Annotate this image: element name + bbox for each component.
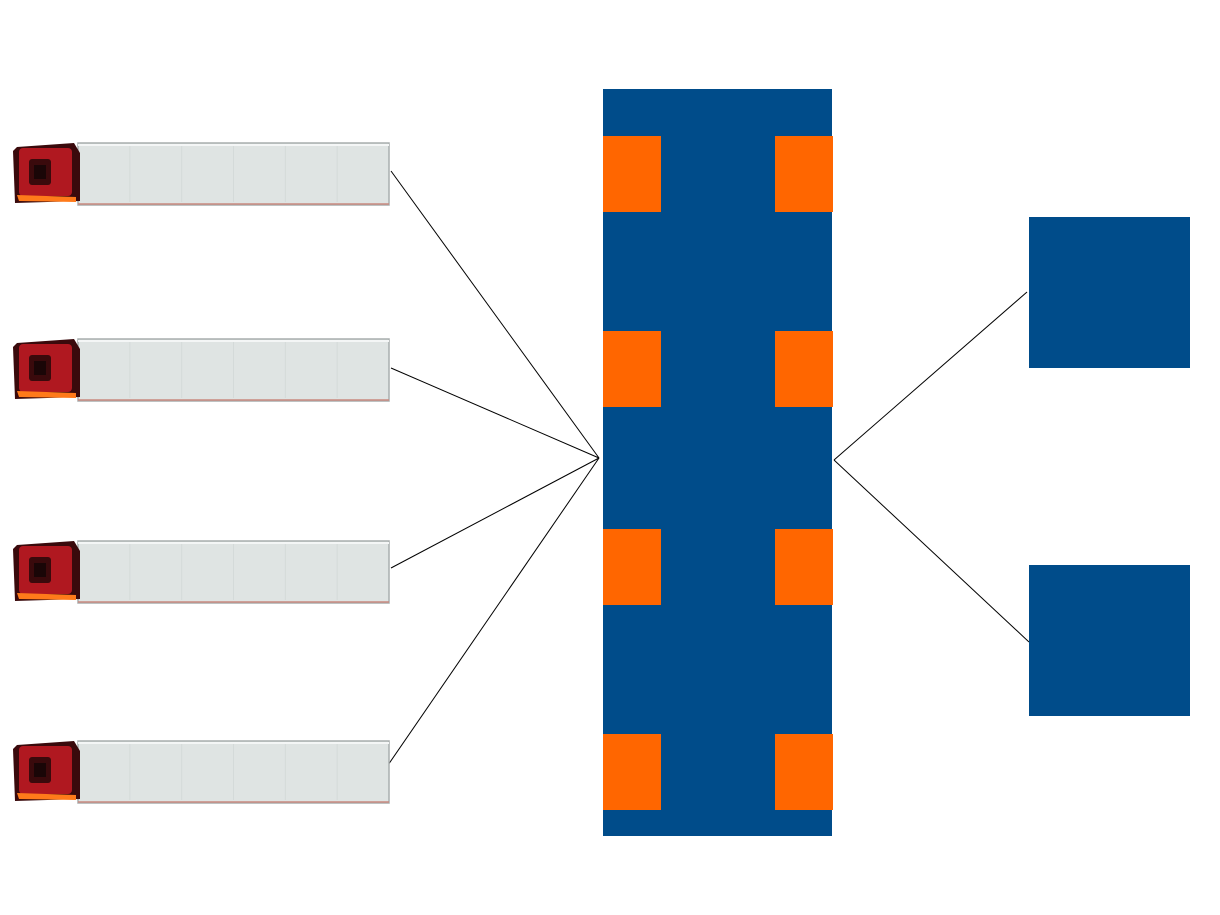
- truck-icon: [13, 142, 390, 206]
- connector-line-truck-1: [390, 170, 600, 459]
- truck-cab: [13, 741, 80, 801]
- hub-building: [603, 89, 833, 836]
- connector-line-truck-2: [390, 367, 600, 459]
- truck-cab: [13, 541, 80, 601]
- truck-icon: [13, 338, 390, 402]
- trailer: [77, 142, 390, 206]
- loading-dock-3-left: [603, 529, 661, 605]
- truck-group: [13, 142, 390, 804]
- loading-dock-3-right: [775, 529, 833, 605]
- connector-line-truck-3: [390, 457, 600, 569]
- connector-lines: [385, 170, 1030, 769]
- trailer: [77, 540, 390, 604]
- loading-dock-4-left: [603, 734, 661, 810]
- destination-2: [1029, 565, 1190, 716]
- truck-icon: [13, 740, 390, 804]
- connector-line-truck-4: [385, 457, 600, 769]
- trailer: [77, 338, 390, 402]
- loading-dock-1-left: [603, 136, 661, 212]
- loading-dock-2-left: [603, 331, 661, 407]
- destination-group: [1029, 217, 1190, 716]
- truck-cab: [13, 339, 80, 399]
- truck-icon: [13, 540, 390, 604]
- destination-1: [1029, 217, 1190, 368]
- hub-body: [603, 89, 832, 836]
- loading-dock-2-right: [775, 331, 833, 407]
- connector-line-destination-1: [833, 291, 1028, 461]
- loading-dock-1-right: [775, 136, 833, 212]
- truck-cab: [13, 143, 80, 203]
- trailer: [77, 740, 390, 804]
- loading-dock-4-right: [775, 734, 833, 810]
- connector-line-destination-2: [833, 459, 1030, 643]
